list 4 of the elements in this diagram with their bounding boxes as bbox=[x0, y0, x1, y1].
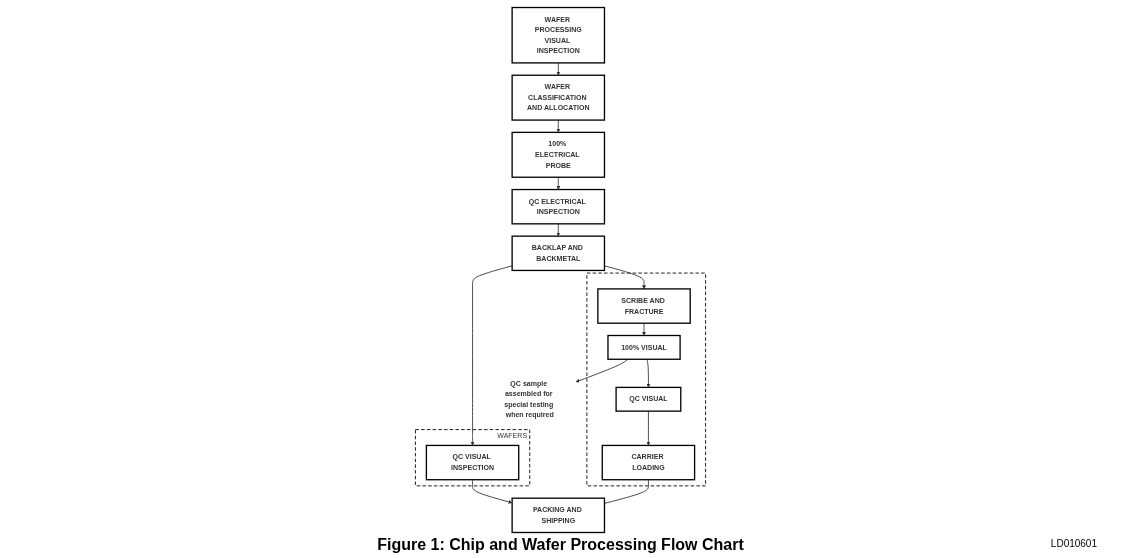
cluster bbox=[586, 272, 707, 487]
figure-caption: Figure 1: Chip and Wafer Processing Flow Chart bbox=[377, 536, 744, 554]
figure-code: LD010601 bbox=[1050, 538, 1097, 549]
connector bbox=[604, 479, 649, 504]
